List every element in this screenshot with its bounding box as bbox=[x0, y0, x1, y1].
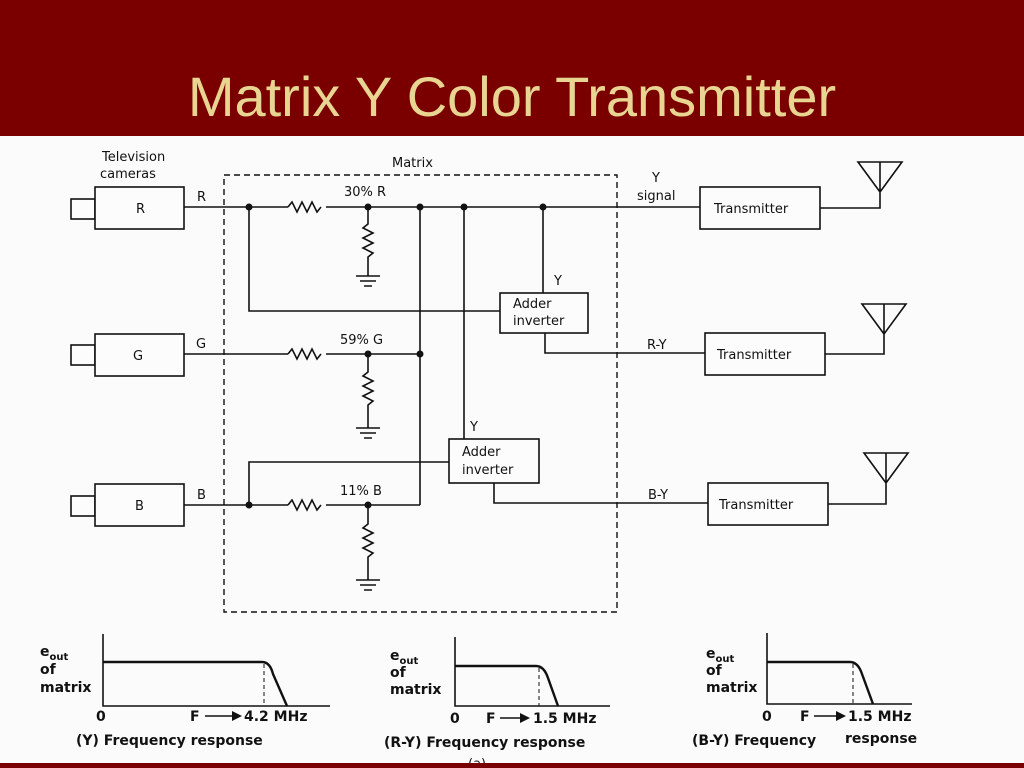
camera-r-label: R bbox=[136, 202, 145, 217]
matrix-box bbox=[223, 174, 618, 613]
svg-text:Transmitter: Transmitter bbox=[718, 498, 794, 513]
svg-text:F: F bbox=[486, 711, 496, 727]
svg-text:matrix: matrix bbox=[390, 682, 441, 698]
adder-inverter-2: Adder inverter bbox=[448, 438, 540, 484]
camera-r: R bbox=[70, 186, 185, 230]
matrix-label: Matrix bbox=[392, 156, 433, 171]
antenna-y-icon bbox=[820, 161, 904, 209]
svg-text:0: 0 bbox=[762, 709, 772, 725]
svg-text:F: F bbox=[190, 709, 200, 725]
y-output-label: Y bbox=[651, 171, 660, 186]
svg-text:1.5 MHz: 1.5 MHz bbox=[533, 711, 596, 727]
svg-text:4.2 MHz: 4.2 MHz bbox=[244, 709, 307, 725]
svg-text:matrix: matrix bbox=[40, 680, 91, 696]
camera-b: B bbox=[70, 483, 185, 527]
resistor-label-b: 11% B bbox=[340, 484, 382, 499]
svg-text:F: F bbox=[800, 709, 810, 725]
freq-graph-by: eout of matrix 0 F 1.5 MHz (B-Y) Frequen… bbox=[692, 633, 917, 749]
svg-text:response: response bbox=[845, 731, 917, 747]
cameras-label-line2: cameras bbox=[100, 167, 156, 182]
svg-text:Adder: Adder bbox=[513, 297, 552, 312]
antenna-ry-icon bbox=[825, 303, 908, 355]
svg-text:of: of bbox=[706, 663, 723, 679]
svg-text:inverter: inverter bbox=[513, 314, 565, 329]
camera-b-label: B bbox=[135, 499, 144, 514]
svg-text:of: of bbox=[390, 665, 407, 681]
resistor-b bbox=[287, 498, 322, 512]
resistor-r bbox=[287, 200, 322, 214]
svg-text:eout: eout bbox=[40, 644, 68, 663]
camera-g-label: G bbox=[133, 349, 143, 364]
resistor-label-r: 30% R bbox=[344, 185, 386, 200]
ry-output-label: R-Y bbox=[647, 338, 667, 353]
resistor-label-g: 59% G bbox=[340, 333, 383, 348]
line-label-g: G bbox=[196, 337, 206, 352]
transmitter-y: Transmitter bbox=[699, 186, 821, 230]
camera-g: G bbox=[70, 333, 185, 377]
transmitter-by: Transmitter bbox=[707, 482, 829, 526]
svg-text:0: 0 bbox=[450, 711, 460, 727]
figure-tag: (a) bbox=[468, 757, 486, 768]
cameras-label-line1: Television bbox=[101, 150, 165, 165]
matrix-transmitter-diagram: Television cameras Matrix R G B R G B 30… bbox=[0, 150, 1024, 768]
svg-text:(R-Y) Frequency response: (R-Y) Frequency response bbox=[384, 735, 585, 751]
bottom-band bbox=[0, 763, 1024, 768]
svg-text:Adder: Adder bbox=[462, 445, 501, 460]
svg-text:(Y) Frequency response: (Y) Frequency response bbox=[76, 733, 263, 749]
svg-text:eout: eout bbox=[706, 646, 734, 665]
antenna-by-icon bbox=[828, 452, 910, 505]
svg-text:(B-Y) Frequency: (B-Y) Frequency bbox=[692, 733, 816, 749]
y-output-label-2: signal bbox=[637, 189, 675, 204]
svg-text:eout: eout bbox=[390, 648, 418, 667]
by-output-label: B-Y bbox=[648, 488, 668, 503]
svg-text:Transmitter: Transmitter bbox=[716, 348, 792, 363]
line-label-b: B bbox=[197, 488, 206, 503]
svg-text:of: of bbox=[40, 662, 57, 678]
svg-text:Transmitter: Transmitter bbox=[713, 202, 789, 217]
transmitter-ry: Transmitter bbox=[704, 332, 826, 376]
svg-text:1.5 MHz: 1.5 MHz bbox=[848, 709, 911, 725]
svg-text:matrix: matrix bbox=[706, 680, 757, 696]
adder-inverter-1: Adder inverter bbox=[499, 292, 589, 334]
line-label-r: R bbox=[197, 190, 206, 205]
freq-graph-ry: eout of matrix 0 F 1.5 MHz (R-Y) Frequen… bbox=[384, 637, 610, 751]
svg-text:inverter: inverter bbox=[462, 463, 514, 478]
adder-1-input-label: Y bbox=[553, 274, 562, 289]
svg-text:0: 0 bbox=[96, 709, 106, 725]
slide-title: Matrix Y Color Transmitter bbox=[187, 65, 837, 128]
resistor-g bbox=[287, 347, 322, 361]
freq-graph-y: eout of matrix 0 F 4.2 MHz (Y) Frequency… bbox=[40, 634, 330, 749]
adder-2-input-label: Y bbox=[469, 420, 478, 435]
title-bar bbox=[0, 0, 1024, 136]
